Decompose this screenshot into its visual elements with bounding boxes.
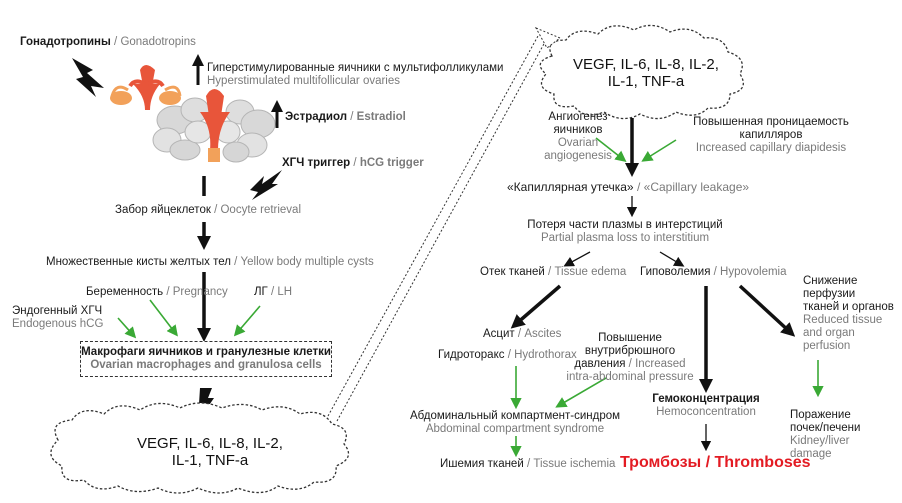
green-arrow-pregnancy [149, 299, 178, 337]
endog-hcg-label: Эндогенный ХГЧ Endogenous hCG [12, 305, 104, 330]
lightning-icon-hcg [250, 170, 282, 200]
oocyte-label: Забор яйцеклеток / Oocyte retrieval [115, 204, 302, 216]
hyperstim-en: Hyperstimulated multifollicular ovaries [207, 75, 401, 87]
ischemia-label: Ишемия тканей / Tissue ischemia [440, 458, 616, 470]
cloud-left-shape [50, 402, 350, 494]
cloud-right-text: VEGF, IL-6, IL-8, IL-2, IL-1, TNF-a [573, 56, 719, 90]
ovary-illustration-small [110, 65, 182, 110]
green-arrow-angiogenesis [595, 137, 627, 162]
plasma-label: Потеря части плазмы в интерстиций Partia… [527, 219, 723, 244]
pressure-label: Повышение внутрибрюшного давления / Incr… [566, 332, 694, 383]
ascites-label: Асцит / Ascites [483, 328, 562, 340]
kidney-label: Поражение почек/печени Kidney/liver dama… [790, 409, 861, 460]
lh-label: ЛГ / LH [254, 286, 293, 298]
permeability-label: Повышенная проницаемость капилляров Incr… [693, 116, 849, 154]
green-arrow-pressure [555, 377, 607, 408]
connector-arrow-clouds [327, 26, 561, 422]
hypovolemia-label: Гиповолемия / Hypovolemia [640, 266, 787, 278]
cysts-label: Множественные кисты желтых тел / Yellow … [46, 256, 374, 268]
perfusion-label: Снижение перфузии тканей и органов Reduc… [803, 275, 894, 352]
hemoconc-label: Гемоконцентрация Hemoconcentration [652, 393, 760, 418]
pregnancy-label: Беременность / Pregnancy [86, 286, 228, 298]
arrow-plasma-to-hypovolemia [659, 251, 685, 267]
macrophages-en: Ovarian macrophages and granulosa cells [90, 359, 322, 371]
hyperstim-ru: Гиперстимулированные яичники с мультифол… [207, 62, 504, 74]
hydrothorax-label: Гидроторакс / Hydrothorax [438, 349, 577, 361]
cloud-left-text: VEGF, IL-6, IL-8, IL-2, IL-1, TNF-a [137, 435, 283, 469]
angiogenesis-label: Ангиогенез яичников Ovarian angiogenesis [544, 111, 612, 162]
arrow-hypovolemia-to-perfusion [738, 284, 796, 337]
edema-label: Отек тканей / Tissue edema [480, 266, 627, 278]
lightning-icon-macrophages [199, 388, 214, 414]
macrophages-box: Макрофаги яичников и гранулезные клетки … [80, 341, 332, 377]
gonadotropins-label: Гонадотропины / Gonadotropins [20, 36, 196, 48]
leakage-label: «Капиллярная утечка» / «Capillary leakag… [507, 180, 750, 194]
green-arrow-permeability [641, 139, 677, 162]
arrow-edema-to-ascites [510, 284, 562, 329]
green-arrow-lh [233, 305, 261, 337]
estradiol-label: Эстрадиол / Estradiol [285, 111, 406, 123]
lightning-icon-gonadotropins [72, 58, 104, 97]
arrow-plasma-to-edema [563, 251, 591, 267]
green-arrow-endog [117, 317, 137, 339]
thromboses-label: Тромбозы / Thromboses [620, 454, 811, 471]
hyperstim-label: Гиперстимулированные яичники с мультифол… [207, 62, 503, 88]
cloud-right-shape [539, 24, 744, 120]
ovary-illustration-large [152, 89, 276, 163]
compartment-label: Абдоминальный компартмент-синдром Abdomi… [410, 410, 621, 435]
hcg-trigger-label: ХГЧ триггер / hCG trigger [282, 157, 424, 169]
macrophages-ru: Макрофаги яичников и гранулезные клетки [81, 346, 331, 358]
